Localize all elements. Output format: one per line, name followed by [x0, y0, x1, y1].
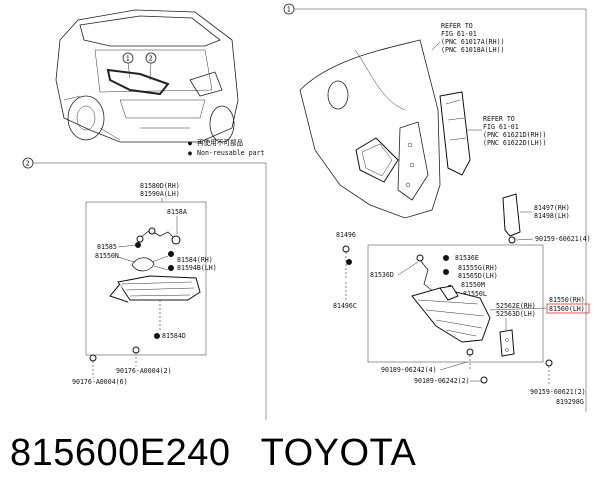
- left-lamp-assembly: [109, 275, 201, 303]
- bumper-retainer: [499, 329, 515, 357]
- retainer-bracket: [502, 193, 521, 244]
- svg-text:81550N: 81550N: [95, 252, 119, 260]
- svg-text:81555G(RH): 81555G(RH): [458, 264, 498, 272]
- svg-text:81584D: 81584D: [162, 332, 186, 340]
- svg-text:90176-A0004(6): 90176-A0004(6): [72, 378, 128, 386]
- right-bottom-bolts: [466, 348, 553, 386]
- svg-text:(PNC 61621D(RH)): (PNC 61621D(RH)): [483, 131, 547, 139]
- non-reusable-legend: ● 再使用不可部品 ● Non-reusable part: [188, 138, 265, 157]
- svg-text:90189-06242(2): 90189-06242(2): [414, 377, 470, 385]
- vehicle-rear-view: [55, 9, 239, 143]
- svg-text:90159-60621(2): 90159-60621(2): [530, 388, 586, 396]
- brand-name: TOYOTA: [260, 432, 417, 474]
- svg-text:81536E: 81536E: [455, 254, 479, 262]
- svg-text:52562E(RH): 52562E(RH): [496, 302, 536, 310]
- svg-text:●: ●: [188, 139, 192, 147]
- svg-text:81550(RH): 81550(RH): [549, 296, 585, 304]
- svg-text:81594B(LH): 81594B(LH): [177, 264, 217, 272]
- svg-text:●: ●: [188, 149, 192, 157]
- highlighted-part-81560: [546, 303, 590, 314]
- svg-text:81536D: 81536D: [370, 271, 394, 279]
- svg-text:81498(LH): 81498(LH): [534, 212, 570, 220]
- svg-text:Non-reusable part: Non-reusable part: [197, 149, 265, 157]
- svg-text:81590A(LH): 81590A(LH): [140, 190, 180, 198]
- right-rear-lamp-assembly: [411, 285, 491, 343]
- svg-text:(PNC 61018A(LH)): (PNC 61018A(LH)): [441, 46, 505, 54]
- svg-text:8158A: 8158A: [167, 208, 187, 216]
- svg-text:81496: 81496: [336, 231, 356, 239]
- svg-text:52563D(LH): 52563D(LH): [496, 310, 536, 318]
- left-bolts: [89, 346, 140, 378]
- svg-text:81580D(RH): 81580D(RH): [140, 182, 180, 190]
- svg-text:81584(RH): 81584(RH): [177, 256, 213, 264]
- callout-1-small: 1: [122, 52, 134, 64]
- bulb-socket-wiring: [131, 227, 181, 272]
- svg-text:REFER TO: REFER TO: [441, 22, 473, 30]
- svg-text:90176-A0004(2): 90176-A0004(2): [116, 367, 172, 375]
- svg-text:81560(LH): 81560(LH): [549, 305, 585, 313]
- left-subassembly-box: [85, 201, 207, 356]
- svg-text:81497(RH): 81497(RH): [534, 204, 570, 212]
- svg-text:90159-60621(4): 90159-60621(4): [535, 235, 591, 243]
- svg-text:1: 1: [287, 6, 291, 14]
- svg-text:81565D(LH): 81565D(LH): [458, 272, 498, 280]
- svg-text:81496C: 81496C: [333, 302, 357, 310]
- rear-pillar-garnish: [439, 91, 471, 176]
- section-2-header: 2: [22, 157, 267, 420]
- svg-text:1: 1: [126, 55, 130, 63]
- callout-2-small: 2: [145, 52, 157, 64]
- svg-text:81585: 81585: [97, 243, 117, 251]
- svg-text:81550M: 81550M: [461, 281, 485, 289]
- svg-text:81550L: 81550L: [463, 290, 487, 298]
- right-subassembly-box: [367, 244, 544, 363]
- svg-text:FIG 61-01: FIG 61-01: [441, 30, 477, 38]
- section-1-header: 1: [283, 3, 587, 412]
- svg-text:(PNC 61017A(RH)): (PNC 61017A(RH)): [441, 38, 505, 46]
- svg-text:90189-06242(4): 90189-06242(4): [381, 366, 437, 374]
- body-quarter-panel: [299, 39, 441, 219]
- part-number: 815600E240: [10, 432, 231, 474]
- svg-text:FIG 61-01: FIG 61-01: [483, 123, 519, 131]
- svg-text:再使用不可部品: 再使用不可部品: [197, 138, 244, 147]
- svg-text:REFER TO: REFER TO: [483, 115, 515, 123]
- svg-text:2: 2: [149, 55, 153, 63]
- exploded-parts-diagram: 1 2 ● 再使用不可部品 ● Non-reusable part 2 8158…: [22, 3, 591, 420]
- product-caption: 815600E240 TOYOTA: [10, 432, 416, 475]
- svg-text:819298G: 819298G: [556, 398, 584, 406]
- svg-text:(PNC 61622D(LH)): (PNC 61622D(LH)): [483, 139, 547, 147]
- svg-text:2: 2: [26, 160, 30, 168]
